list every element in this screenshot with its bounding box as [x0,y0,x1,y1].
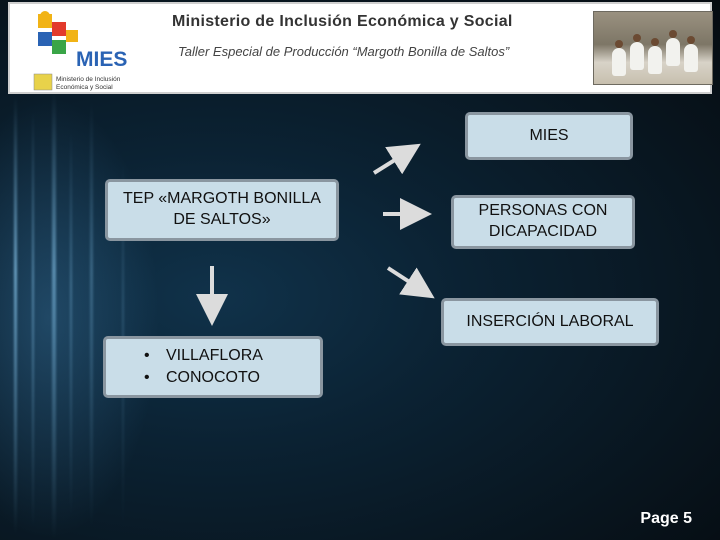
location-item: VILLAFLORA [144,345,263,367]
group-photo [593,11,713,85]
ministry-title: Ministerio de Inclusión Económica y Soci… [172,13,513,30]
target-box-personas: PERSONAS CON DICAPACIDAD [451,195,635,249]
light-streak [90,100,93,530]
logo-caption-line2: Económica y Social [56,84,113,91]
source-box: TEP «MARGOTH BONILLA DE SALTOS» [105,179,339,241]
light-glow [0,95,160,540]
light-streak [70,130,72,520]
target-box-insercion: INSERCIÓN LABORAL [441,298,659,346]
mies-logo: MIES Ministerio de Inclusión Económica y… [33,11,127,91]
header-banner: MIES Ministerio de Inclusión Económica y… [8,2,713,94]
target-box-mies: MIES [465,112,633,160]
locations-box: VILLAFLORA CONOCOTO [103,336,323,398]
light-streak [14,95,17,535]
light-streak [52,90,56,540]
arrow-to-insercion [386,266,435,299]
arrow-to-mies [372,143,421,175]
light-streak [32,110,34,530]
logo-text: MIES [76,48,127,71]
logo-caption-line1: Ministerio de Inclusión [56,76,121,83]
workshop-subtitle: Taller Especial de Producción “Margoth B… [178,44,510,59]
location-item: CONOCOTO [144,367,263,389]
locations-list: VILLAFLORA CONOCOTO [144,345,263,389]
page-number: Page 5 [640,510,692,527]
